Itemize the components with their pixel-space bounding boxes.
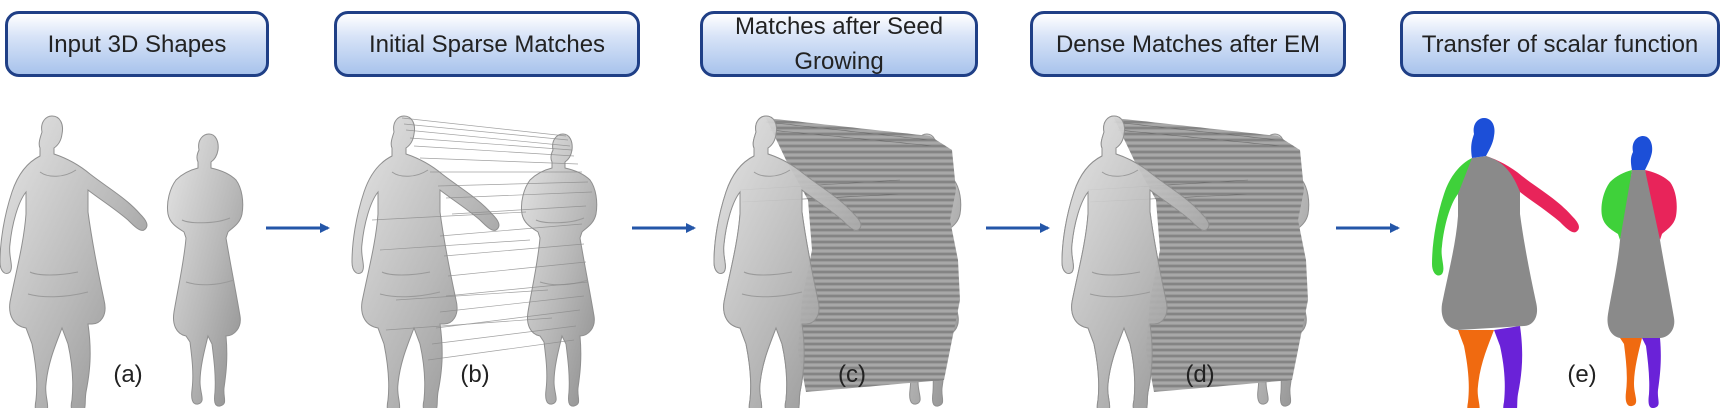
stage-title-a: Input 3D Shapes (47, 30, 227, 58)
caption-a: (a) (113, 361, 143, 388)
stage-title-d: Dense Matches after EM (1055, 30, 1321, 58)
stage-title-box-b: Initial Sparse Matches (334, 11, 640, 77)
target-shape-mesh (166, 133, 244, 407)
caption-b: (b) (460, 361, 490, 388)
segmented-target-shape (1601, 136, 1677, 408)
stage-title-e: Transfer of scalar function (1421, 30, 1699, 58)
caption-d: (d) (1185, 361, 1215, 388)
stage-title-box-c: Matches after Seed Growing (700, 11, 978, 77)
caption-c: (c) (838, 361, 866, 388)
sparse-matches-panel (351, 115, 598, 408)
stage-title-box-a: Input 3D Shapes (5, 11, 269, 77)
caption-e: (e) (1567, 361, 1597, 388)
stage-title-box-e: Transfer of scalar function (1400, 11, 1720, 77)
seed-growing-panel (713, 115, 962, 408)
stage-title-box-d: Dense Matches after EM (1030, 11, 1346, 77)
stage-title-b: Initial Sparse Matches (368, 30, 606, 58)
sparse-match-lines (371, 117, 593, 361)
dense-matches-panel (1061, 115, 1310, 408)
stage-title-c: Matches after Seed Growing (734, 13, 944, 75)
